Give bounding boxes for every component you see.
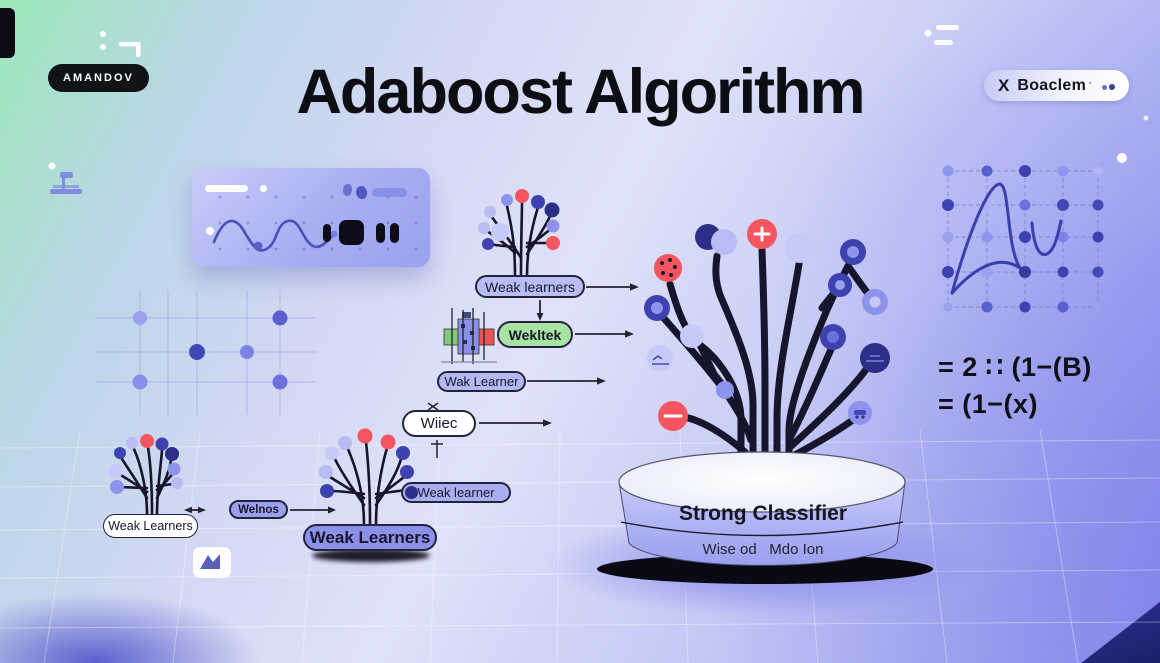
brand-badge: AMANDOV [48,64,149,92]
panel-bar-1 [323,224,331,242]
folder-icon [193,547,231,578]
pill-weak-learners-big: Weak Learners [303,524,437,551]
pill-welnos: Welnos [229,500,288,519]
flow-arrows [184,283,639,514]
boaclem-badge: X Boaclem · [984,70,1130,101]
scatter-grid [95,290,315,415]
boaclem-mark: · [1088,74,1093,89]
pill-weak-learners-left: Weak Learners [103,514,198,538]
pill-weak-learners-top: Weak learners [475,275,585,298]
strong-classifier-tree [644,219,890,482]
page-title: Adaboost Algorithm [296,57,865,127]
corner-bar [0,8,15,58]
weak-learner-tree-top [478,189,560,277]
classifier-bowl [597,451,933,584]
pill-shadow [312,549,430,562]
pill-label: Weak Learners [108,519,193,533]
boaclem-label: Boaclem [1017,76,1087,94]
pill-node-dot [405,486,418,499]
tiny-machine-icon [50,172,82,194]
panel-dot [260,185,267,192]
weak-learner-tree-middle [319,428,415,526]
pill-weak-learner-side: Weak learner [401,482,511,503]
strong-classifier-title: Strong Classifier [678,502,848,525]
panel-pill [372,188,407,197]
pill-label: Weak Learners [309,527,431,547]
wiiec-marks [427,402,443,458]
pill-wak-learner: Wak Learner [437,371,526,392]
weak-learner-tree-left [109,434,183,516]
panel-square [339,220,364,245]
formula-block: = 2 ∷ (1−(B) = (1−(x) [938,349,1092,423]
panel-sparkline [212,219,338,252]
pill-label: Wekltek [508,326,562,343]
pill-label: Welnos [238,503,279,516]
pill-label: Weak learner [417,485,495,500]
pill-wiiec: Wiiec [402,410,476,437]
dot-grid-chart [942,165,1104,313]
formula-line-1: = 2 ∷ (1−(B) [938,352,1092,382]
pill-label: Wak Learner [444,374,519,389]
weighted-samples-icon [441,308,497,364]
panel-blob-1 [343,184,352,196]
panel-dot-2 [206,227,214,235]
dots-arrow-icon [1100,77,1116,95]
dashboard-panel [192,168,430,267]
pill-label: Weak learners [484,278,575,295]
formula-line-2: = (1−(x) [938,389,1039,419]
panel-bar-3 [390,223,399,243]
pill-wekltek: Wekltek [497,321,573,348]
panel-title-bar [205,185,248,192]
strong-classifier-subtitle: Wise od Mdo Ion [702,541,824,558]
pill-label: Wiiec [420,415,458,432]
x-icon: X [998,75,1010,95]
panel-blob-2 [356,186,367,199]
curve-overlay [950,182,1063,295]
panel-bar-2 [376,223,385,243]
